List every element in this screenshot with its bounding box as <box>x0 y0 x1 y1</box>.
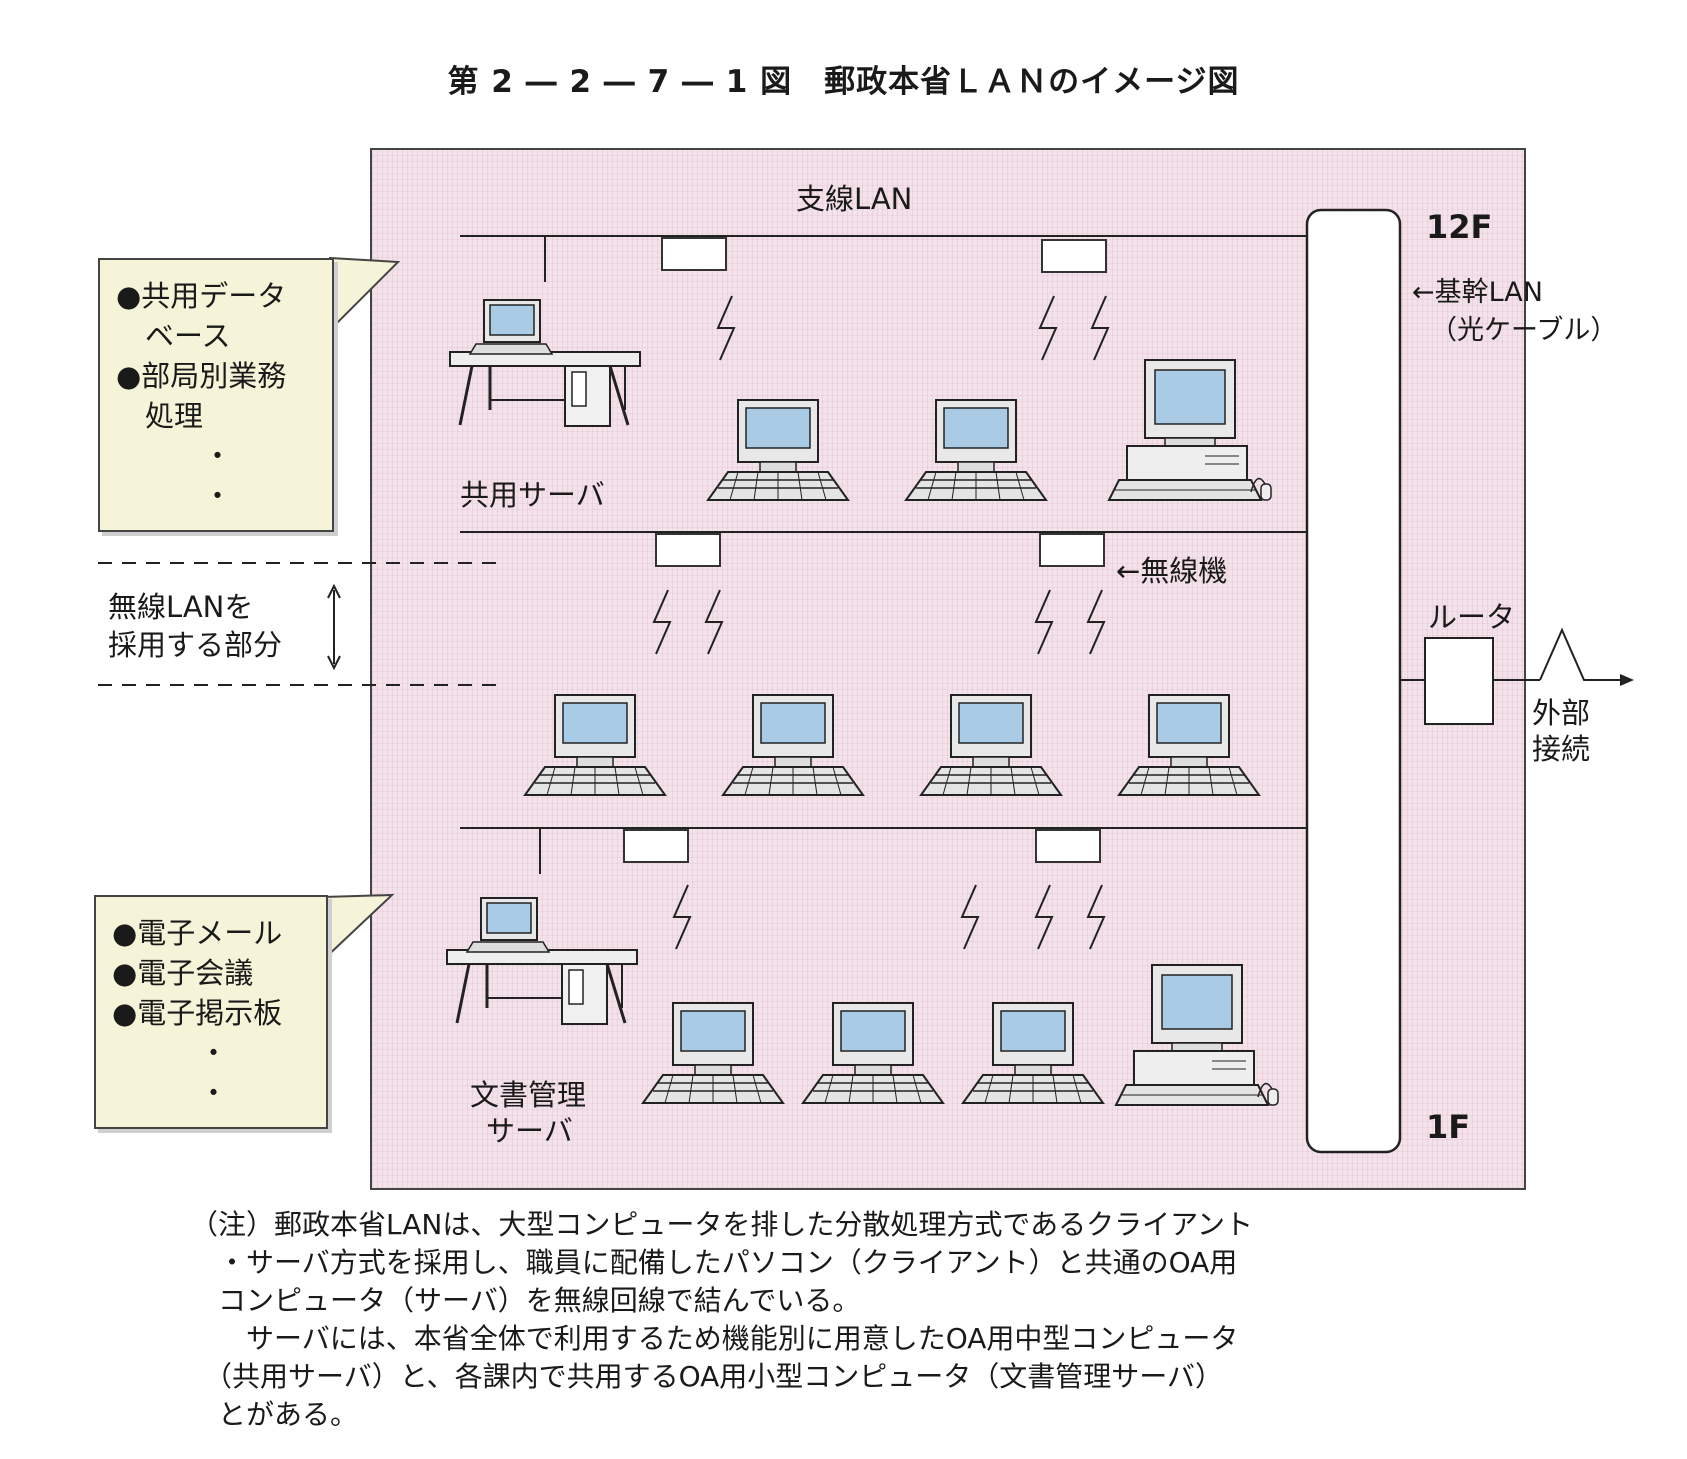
floor-1f-label: 1F <box>1426 1108 1471 1146</box>
access-point <box>1041 239 1107 273</box>
footnote-line: サーバには、本省全体で利用するため機能別に用意したOA用中型コンピュータ <box>190 1322 1239 1355</box>
document-server-label: サーバ <box>486 1114 573 1148</box>
document-server-icon <box>445 896 639 1026</box>
router-box <box>1424 637 1494 725</box>
wireless-part-label: 採用する部分 <box>108 628 283 662</box>
callout-item: 処理 <box>116 399 204 433</box>
wireless-part-label: 無線LANを <box>108 590 254 624</box>
footnote-line: コンピュータ（サーバ）を無線回線で結んでいる。 <box>190 1284 861 1317</box>
shared-server-icon <box>448 298 642 428</box>
laptop-icon <box>1118 694 1260 796</box>
desktop-pc-icon <box>1108 359 1272 501</box>
callout-doc-functions: ●電子メール ●電子会議 ●電子掲示板 ・ ・ <box>94 895 328 1129</box>
wireless-device-label: ←無線機 <box>1116 554 1228 588</box>
laptop-icon <box>802 1002 944 1104</box>
access-point <box>1035 829 1101 863</box>
callout-item: ●共用データ <box>116 279 287 313</box>
callout-item: ●部局別業務 <box>116 359 287 393</box>
figure-title: 第 2 ― 2 ― 7 ― 1 図 郵政本省ＬＡＮのイメージ図 <box>447 64 1240 100</box>
laptop-icon <box>905 399 1047 501</box>
backbone-label: ←基幹LAN <box>1412 277 1543 308</box>
laptop-icon <box>722 694 864 796</box>
callout-item: ベース <box>116 319 231 353</box>
access-point <box>661 237 727 271</box>
external-connection-line <box>1539 627 1620 681</box>
footnote-line: （共用サーバ）と、各課内で共用するOA用小型コンピュータ（文書管理サーバ） <box>190 1360 1224 1393</box>
footnote-line: （注）郵政本省LANは、大型コンピュータを排した分散処理方式であるクライアント <box>190 1208 1253 1241</box>
backbone-cable <box>1305 208 1402 1154</box>
laptop-icon <box>920 694 1062 796</box>
footnote: （注）郵政本省LANは、大型コンピュータを排した分散処理方式であるクライアント … <box>190 1206 1490 1434</box>
footnote-line: とがある。 <box>190 1398 359 1431</box>
router-label: ルータ <box>1428 600 1516 634</box>
access-point <box>655 533 721 567</box>
external-label: 外部 <box>1532 696 1591 730</box>
shared-server-label: 共用サーバ <box>460 478 605 512</box>
callout-item: ●電子会議 <box>112 956 254 990</box>
backbone-sub-label: （光ケーブル） <box>1430 315 1618 346</box>
footnote-line: ・サーバ方式を採用し、職員に配備したパソコン（クライアント）と共通のOA用 <box>190 1246 1238 1279</box>
callout-item: ・ <box>116 439 233 473</box>
callout-item: ・ <box>116 479 233 513</box>
branch-lan-label: 支線LAN <box>796 182 913 216</box>
floor-12f-label: 12F <box>1426 208 1493 246</box>
external-label: 接続 <box>1532 732 1591 766</box>
callout-item: ●電子メール <box>112 916 283 950</box>
desktop-pc-icon <box>1115 964 1279 1106</box>
arrow-right-icon <box>1620 674 1634 686</box>
callout-item: ・ <box>112 1036 229 1070</box>
access-point <box>1039 533 1105 567</box>
laptop-icon <box>642 1002 784 1104</box>
laptop-icon <box>962 1002 1104 1104</box>
callout-item: ●電子掲示板 <box>112 996 283 1030</box>
callout-item: ・ <box>112 1076 229 1110</box>
callout-shared-functions: ●共用データ ベース ●部局別業務 処理 ・ ・ <box>98 258 334 532</box>
laptop-icon <box>524 694 666 796</box>
access-point <box>623 829 689 863</box>
document-server-label: 文書管理 <box>470 1078 587 1112</box>
laptop-icon <box>707 399 849 501</box>
